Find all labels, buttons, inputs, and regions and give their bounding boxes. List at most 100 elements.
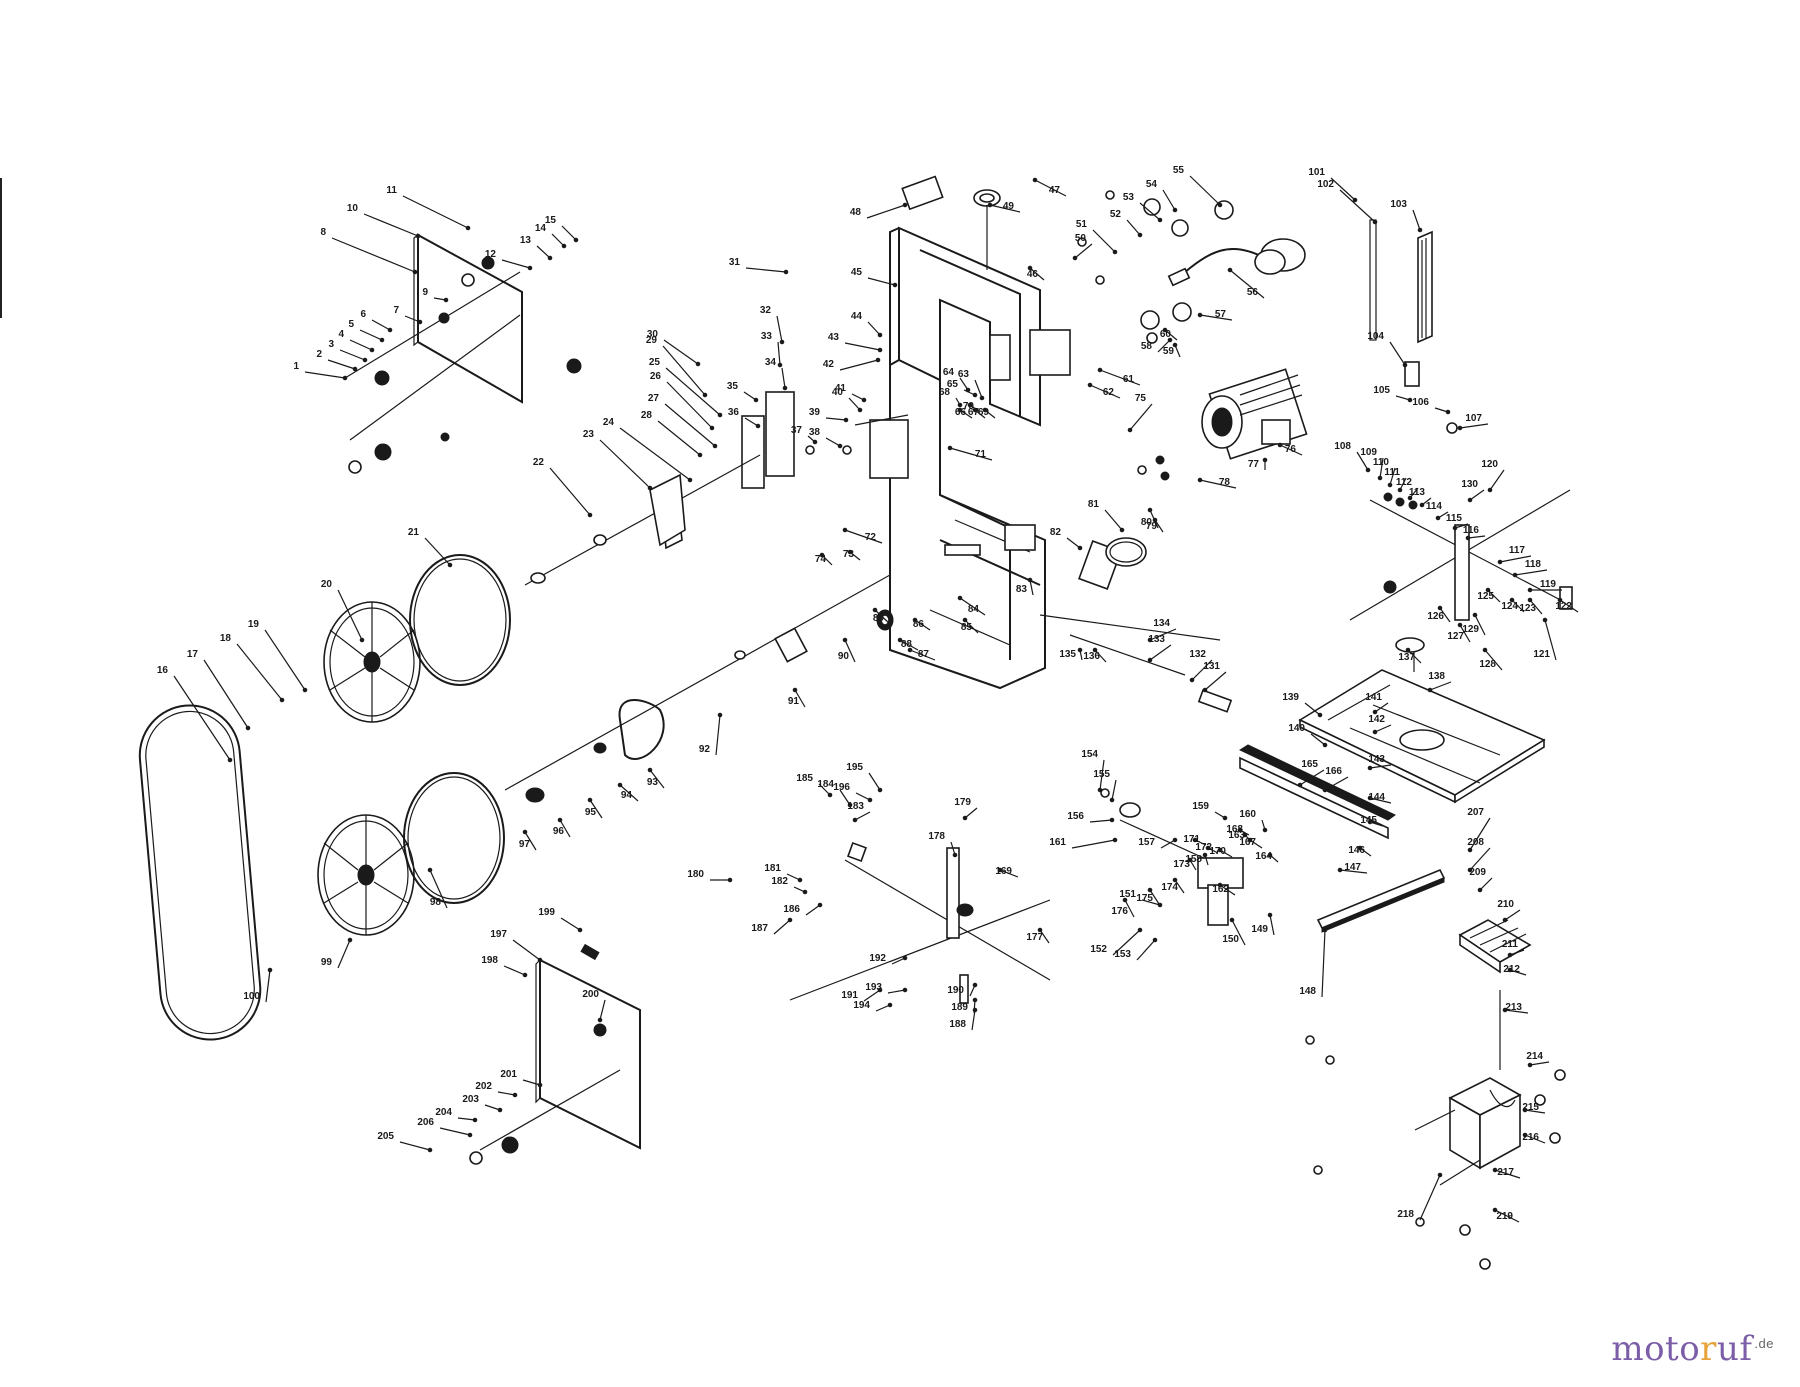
leader-dot-166 [1322,787,1328,793]
part-label-130: 130 [1461,479,1478,490]
part-label-104: 104 [1367,331,1384,342]
leader-line-27 [664,403,716,447]
part-label-208: 208 [1467,837,1484,848]
leader-line-175 [1149,889,1160,905]
part-label-211: 211 [1502,939,1519,950]
leader-line-36 [744,417,759,427]
part-label-207: 207 [1467,807,1484,818]
part-label-173: 173 [1173,859,1190,870]
leader-line-98 [429,869,448,909]
leader-dot-78 [1197,477,1203,483]
part-label-136: 136 [1083,651,1100,662]
leader-dot-139 [1317,712,1323,718]
leader-dot-116 [1465,535,1471,541]
leader-line-198 [503,965,526,976]
part-label-152: 152 [1090,944,1107,955]
leader-dot-214 [1527,1062,1533,1068]
leader-dot-123 [1527,597,1533,603]
leader-dot-203 [497,1107,503,1113]
leader-line-31 [745,267,787,273]
leader-line-213 [1504,1009,1529,1014]
part-label-187: 187 [751,923,768,934]
part-label-4: 4 [338,329,344,340]
leader-dot-88 [897,637,903,643]
leader-line-130 [1469,489,1485,501]
leader-dot-216 [1522,1132,1528,1138]
part-label-63: 63 [958,369,970,380]
motoruf-logo: motoruf.de [1611,1329,1774,1369]
leader-dot-192 [902,955,908,961]
leader-dot-104 [1402,362,1408,368]
part-label-94: 94 [621,790,633,801]
part-label-110: 110 [1373,457,1390,468]
leader-line-140 [1310,733,1326,746]
leader-line-53 [1139,202,1161,221]
part-label-154: 154 [1081,749,1098,760]
leader-line-110 [1389,467,1396,486]
leader-dot-22 [587,512,593,518]
leader-line-177 [1039,929,1050,944]
leader-dot-209 [1477,887,1483,893]
leader-dot-138 [1427,687,1433,693]
leader-line-169 [999,869,1019,878]
leader-dot-212 [1507,967,1513,973]
part-label-84: 84 [968,604,980,615]
part-label-218: 218 [1397,1209,1414,1220]
leader-line-139 [1304,702,1321,716]
part-label-210: 210 [1497,899,1514,910]
part-label-111: 111 [1384,467,1400,478]
part-label-3: 3 [328,339,334,350]
part-label-179: 179 [954,797,971,808]
part-label-128: 128 [1479,659,1496,670]
leader-line-24 [619,427,691,481]
leader-line-89 [874,609,891,625]
leader-line-126 [1439,607,1451,623]
part-label-145: 145 [1360,815,1377,826]
leader-dot-24 [687,477,693,483]
leader-line-186 [805,904,821,916]
part-label-114: 114 [1426,501,1443,512]
part-label-101: 101 [1308,167,1325,178]
leader-dot-215 [1522,1107,1528,1113]
leader-line-153 [1136,939,1156,961]
leader-dot-25 [717,412,723,418]
part-label-2: 2 [316,349,322,360]
part-label-37: 37 [791,425,803,436]
part-label-70: 70 [963,401,975,412]
part-label-75: 75 [1135,393,1147,404]
leader-line-95 [589,799,603,819]
leader-dot-119 [1527,587,1533,593]
leader-dot-41 [861,397,867,403]
part-label-11: 11 [386,185,397,196]
part-label-91: 91 [788,696,800,707]
part-label-27: 27 [648,393,660,404]
leader-dot-142 [1372,729,1378,735]
part-label-89: 89 [873,613,885,624]
leader-dot-93 [647,767,653,773]
part-label-54: 54 [1146,179,1158,190]
leader-dot-162 [1217,882,1223,888]
leader-dot-103 [1417,227,1423,233]
leader-line-129 [1474,614,1486,636]
leader-dot-113 [1419,502,1425,508]
leader-line-12 [501,259,531,269]
leader-dot-13 [547,255,553,261]
leader-dot-20 [359,637,365,643]
leader-dot-130 [1467,497,1473,503]
leader-dot-36 [755,423,761,429]
part-label-113: 113 [1409,487,1426,498]
leader-line-3 [339,349,366,361]
leader-dot-180 [727,877,733,883]
leader-dot-21 [447,562,453,568]
leader-dot-157 [1172,837,1178,843]
leader-line-22 [549,467,591,516]
tilt-lock-rail [1349,489,1573,621]
part-label-85: 85 [961,622,973,633]
leader-dot-100 [267,967,273,973]
leader-dot-128 [1482,647,1488,653]
leader-line-25 [665,367,721,416]
part-label-189: 189 [951,1002,968,1013]
leader-dot-141 [1372,709,1378,715]
fence-extrusion [1238,744,1446,933]
